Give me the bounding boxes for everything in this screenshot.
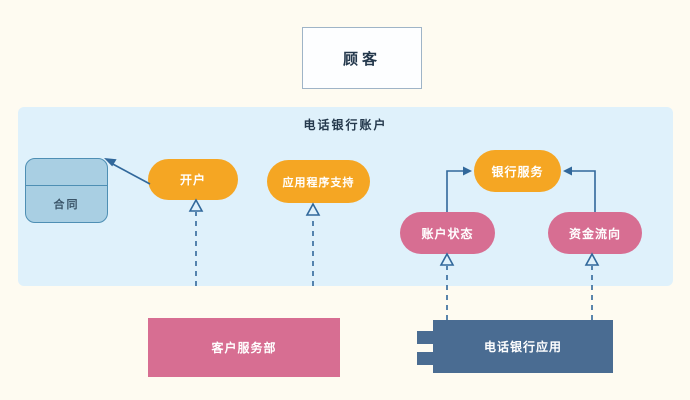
node-account-status: 账户状态	[400, 212, 495, 254]
node-fund-flow: 资金流向	[548, 212, 642, 254]
node-phone-banking-app-label: 电话银行应用	[483, 340, 562, 354]
node-app-support: 应用程序支持	[267, 160, 370, 203]
node-bank-service-label: 银行服务	[491, 164, 544, 179]
node-customer-service-dept: 客户服务部	[148, 318, 340, 377]
node-bank-service: 银行服务	[474, 150, 561, 192]
node-contract: 合同	[25, 158, 108, 223]
node-open-account: 开户	[148, 159, 238, 200]
node-account-status-label: 账户状态	[421, 226, 474, 241]
node-phone-banking-app: 电话银行应用	[433, 320, 613, 373]
node-open-account-label: 开户	[179, 173, 206, 187]
contract-label: 合同	[53, 198, 80, 211]
node-customer-service-dept-label: 客户服务部	[211, 341, 277, 355]
contract-header-section	[26, 159, 107, 186]
actor-label: 顾客	[342, 49, 381, 68]
component-tab-icon	[417, 352, 435, 365]
node-fund-flow-label: 资金流向	[568, 226, 621, 241]
actor-node-customer: 顾客	[302, 27, 422, 89]
node-app-support-label: 应用程序支持	[282, 175, 355, 189]
component-tab-icon	[417, 331, 435, 344]
boundary-title: 电话银行账户	[303, 118, 388, 132]
